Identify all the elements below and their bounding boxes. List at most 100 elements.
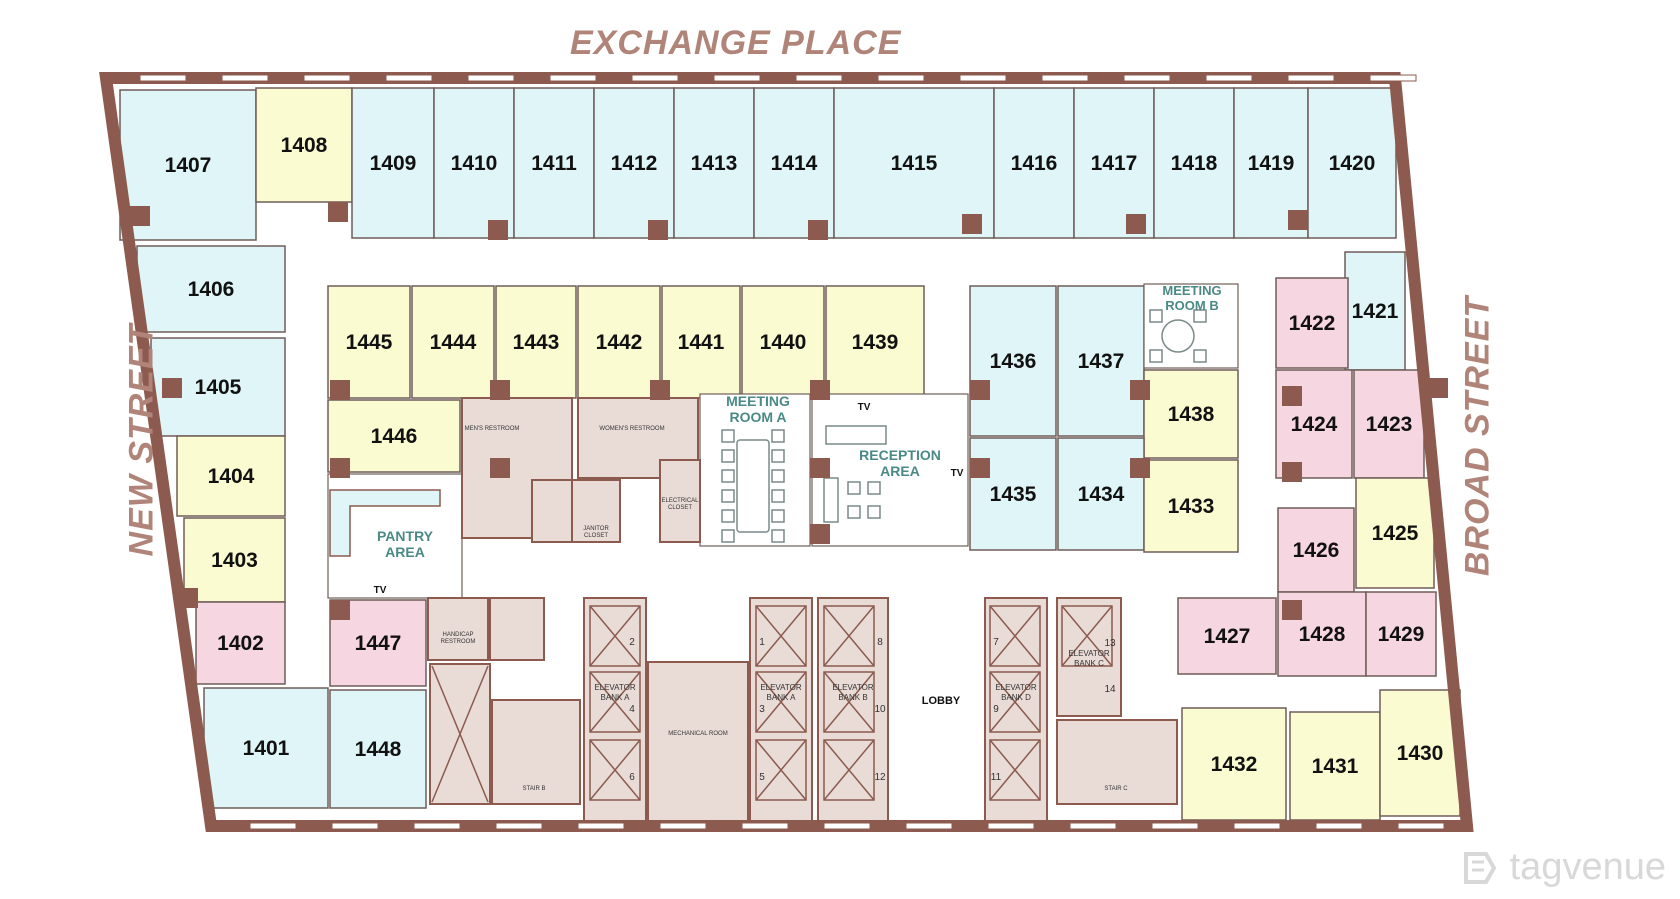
room-1427 [1177, 597, 1277, 675]
column [1282, 462, 1302, 482]
room-1408 [255, 87, 353, 203]
bank-c-1: ELEVATOR [1068, 649, 1110, 658]
reception-label-2: AREA [880, 463, 920, 479]
room-label-1402: 1402 [217, 632, 264, 655]
column [162, 378, 182, 398]
electrical-closet [659, 459, 701, 543]
room-label-1420: 1420 [1329, 152, 1376, 175]
window [1069, 822, 1117, 830]
window [385, 74, 433, 82]
bank-a-left-2: BANK A [601, 693, 631, 702]
room-label-1441: 1441 [678, 331, 725, 354]
elevator-number-11: 11 [991, 772, 1002, 783]
room-1416 [993, 87, 1075, 239]
street-label-right: BROAD STREET [1458, 295, 1497, 577]
column [1428, 378, 1448, 398]
room-label-1409: 1409 [370, 152, 417, 175]
room-1440 [741, 285, 825, 399]
room-label-1401: 1401 [243, 737, 290, 760]
womens-restroom-label: WOMEN'S RESTROOM [599, 426, 664, 432]
elevator-cab [823, 739, 875, 801]
room-1411 [513, 87, 595, 239]
room-1433 [1143, 459, 1239, 553]
elevator-cab-cross [755, 605, 807, 667]
watermark-text: tagvenue [1509, 846, 1666, 888]
exterior-windows [139, 74, 1445, 830]
service-labels: MEN'S RESTROOM WOMEN'S RESTROOM JANITOR … [441, 426, 1129, 792]
column [330, 380, 350, 400]
lobby-label: LOBBY [922, 695, 961, 707]
window [1041, 74, 1089, 82]
column [330, 600, 350, 620]
elevator-bank-c [1056, 597, 1122, 717]
tv-label-reception: TV [858, 402, 871, 413]
elevator-cab [589, 671, 641, 733]
window [795, 74, 843, 82]
room-label-1428: 1428 [1299, 623, 1346, 646]
column [1282, 600, 1302, 620]
room-1402 [195, 601, 286, 685]
room-1422 [1275, 277, 1349, 369]
meeting-room-a-label-2: ROOM A [729, 409, 786, 425]
room-label-1408: 1408 [281, 134, 328, 157]
watermark: tagvenue [1458, 846, 1666, 889]
room-label-1416: 1416 [1011, 152, 1058, 175]
room-label-1419: 1419 [1248, 152, 1295, 175]
room-1426 [1277, 507, 1355, 593]
bank-a-left-1: ELEVATOR [594, 683, 636, 692]
reception-label-1: RECEPTION [859, 447, 941, 463]
column [810, 380, 830, 400]
tv-label-pantry: TV [374, 585, 387, 596]
electrical-label-2: CLOSET [668, 505, 692, 511]
room-1420 [1307, 87, 1397, 239]
elevator-number-12: 12 [874, 772, 886, 783]
room-label-1411: 1411 [531, 152, 577, 175]
stair-c-label: STAIR C [1104, 786, 1128, 792]
room-1404 [176, 435, 286, 517]
room-1415 [833, 87, 995, 239]
column [328, 202, 348, 222]
window [877, 74, 925, 82]
elevator-number-4: 4 [629, 704, 635, 715]
elevator-number-10: 10 [874, 704, 886, 715]
shaft-cross [431, 665, 489, 803]
mechanical-room [647, 661, 749, 827]
room-1425 [1355, 477, 1435, 589]
room-label-1417: 1417 [1091, 152, 1138, 175]
window [823, 822, 871, 830]
window [249, 822, 297, 830]
room-label-1424: 1424 [1291, 413, 1338, 436]
elevator-cab-cross [1061, 605, 1113, 667]
stair-b-label: STAIR B [523, 786, 546, 792]
column [962, 214, 982, 234]
window [221, 74, 269, 82]
elevator-cab-cross [755, 671, 807, 733]
column [490, 458, 510, 478]
column [648, 220, 668, 240]
room-label-1415: 1415 [891, 152, 938, 175]
column [1130, 380, 1150, 400]
room-1417 [1073, 87, 1155, 239]
elevator-cab [823, 605, 875, 667]
room-label-1429: 1429 [1378, 623, 1425, 646]
column [490, 380, 510, 400]
column [1288, 210, 1308, 230]
bank-c-2: BANK C [1074, 659, 1104, 668]
elevator-number-5: 5 [759, 772, 765, 783]
column [330, 458, 350, 478]
reception-furniture [823, 425, 887, 523]
window [1397, 822, 1445, 830]
room-label-1414: 1414 [771, 152, 818, 175]
room-1438 [1143, 369, 1239, 459]
room-1413 [673, 87, 755, 239]
room-1406 [136, 245, 286, 333]
meeting-room-a-table [721, 429, 785, 543]
window [331, 822, 379, 830]
room-1430 [1379, 689, 1461, 817]
bank-d-2: BANK D [1001, 693, 1031, 702]
room-1401 [203, 687, 329, 809]
window [1123, 74, 1171, 82]
room-label-1422: 1422 [1289, 312, 1336, 335]
window [1205, 74, 1253, 82]
